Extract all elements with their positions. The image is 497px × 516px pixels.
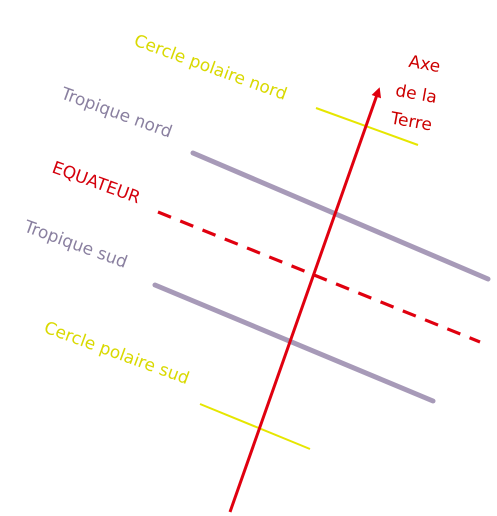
equator-line — [157, 210, 481, 344]
tropic-south-label: Tropique sud — [20, 217, 130, 273]
arctic-circle-label: Cercle polaire nord — [131, 31, 289, 105]
axis-label: Axe de la Terre — [388, 50, 449, 136]
axis-label-line-1: Axe — [407, 52, 442, 77]
equator-label: EQUATEUR — [49, 158, 143, 208]
earth-axis-arrow — [228, 87, 382, 513]
axis-label-line-2: de la — [394, 81, 439, 108]
tropic-north-label: Tropique nord — [57, 84, 174, 143]
axis-label-line-3: Terre — [388, 108, 434, 135]
tropic-north-line — [190, 150, 491, 282]
antarctic-circle-label: Cercle polaire sud — [41, 318, 191, 389]
tropic-south-line — [152, 282, 436, 404]
antarctic-circle-line — [199, 403, 311, 450]
